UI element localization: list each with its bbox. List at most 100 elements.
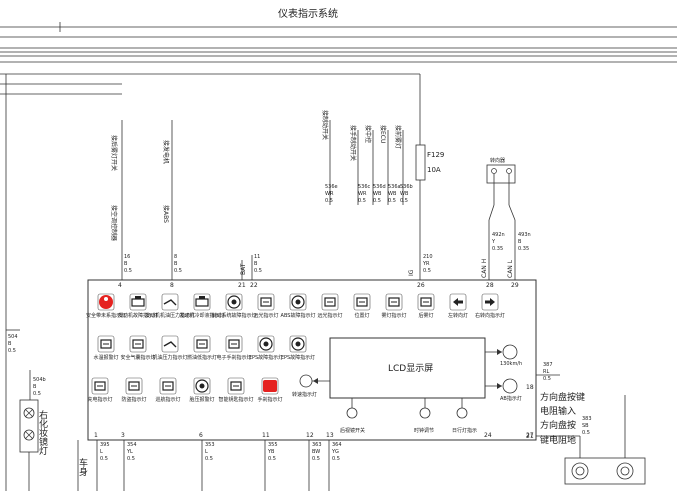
lcd-out-right-top: 130km/h bbox=[500, 361, 522, 367]
wire-color: YG bbox=[331, 449, 339, 455]
lcd-out-right-mid: AB指示灯 bbox=[500, 395, 522, 402]
wire-color: YB bbox=[267, 449, 275, 455]
indicator-label: 制动系统故障指示灯 bbox=[211, 312, 256, 319]
pin-number: 4 bbox=[118, 282, 122, 289]
row3-indicator: 防盗指示灯 bbox=[121, 377, 147, 403]
wire-size: 0.5 bbox=[100, 456, 108, 462]
indicator-label: 机油压力指示灯 bbox=[152, 354, 187, 361]
indicator-label: 安全带未系指示灯 bbox=[86, 312, 126, 319]
row3-indicator: 胎压报警灯 bbox=[189, 377, 215, 403]
wire-code: 354 bbox=[127, 442, 137, 448]
row2-indicator: EPS故障指示灯 bbox=[281, 335, 315, 361]
wire-code: 536a bbox=[388, 184, 401, 190]
airbag-icon bbox=[132, 339, 144, 349]
row1-indicator: 雾灯指示灯 bbox=[381, 293, 407, 319]
left-wire-code: 504 bbox=[8, 334, 18, 340]
note-5: 接中控 bbox=[364, 125, 372, 143]
fuse-rating: 10A bbox=[427, 166, 441, 174]
abs-icon bbox=[291, 295, 305, 309]
pin-number: 11 bbox=[262, 432, 270, 439]
diagram-title: 仪表指示系统 bbox=[278, 7, 338, 20]
wire-size: 0.5 bbox=[332, 456, 340, 462]
left-wire-code: 504b bbox=[33, 377, 46, 383]
left-arrow-icon bbox=[453, 298, 463, 306]
connector-color: Y bbox=[491, 239, 496, 245]
row1-indicator: 远光指示灯 bbox=[317, 293, 343, 319]
lcd-label: LCD显示屏 bbox=[388, 363, 433, 374]
pin-number: 27 bbox=[526, 432, 534, 439]
right-pin: 21 bbox=[526, 433, 534, 440]
wire-color: WR bbox=[325, 191, 334, 197]
wire-size: 0.5 bbox=[400, 198, 408, 204]
indicator-row-3: 充电指示灯防盗指示灯巡航指示灯胎压报警灯智能钥匙指示灯手刹指示灯 bbox=[87, 377, 283, 403]
wire-size: 0.5 bbox=[127, 456, 135, 462]
right-mirror-light-label: 右化妆镜灯 bbox=[37, 409, 48, 456]
handbrake-icon bbox=[263, 380, 277, 392]
left-wire-color: B bbox=[8, 341, 12, 347]
position-icon bbox=[356, 297, 368, 307]
pin-number: 29 bbox=[511, 282, 519, 289]
pin-number: 12 bbox=[306, 432, 314, 439]
row1-indicator: 后雾灯 bbox=[417, 293, 435, 319]
note-3: 接制动开关 bbox=[321, 110, 329, 140]
row2-indicator: 安全气囊指示灯 bbox=[120, 335, 156, 361]
row1-indicator: 发动机冷却液指示灯 bbox=[179, 293, 225, 319]
foglight-icon bbox=[388, 297, 400, 307]
indicator-label: 发动机故障指示灯 bbox=[118, 312, 158, 319]
wire-code: 355 bbox=[268, 442, 278, 448]
row2-indicator: 机油压力指示灯 bbox=[152, 335, 188, 361]
indicator-label: 手刹指示灯 bbox=[257, 396, 282, 403]
pin-number: 24 bbox=[484, 432, 492, 439]
pin-number: 3 bbox=[121, 432, 125, 439]
pin-number: 22 bbox=[250, 282, 258, 289]
engine-icon bbox=[195, 296, 209, 307]
pin-number: 26 bbox=[417, 282, 425, 289]
bottom-pin: 24 bbox=[484, 432, 492, 439]
top-pin-numbers: 4 8 21 22 26 28 29 bbox=[118, 282, 519, 289]
row2-indicator: 燃油低指示灯 bbox=[187, 335, 217, 361]
connector-code: 493n bbox=[518, 232, 531, 238]
row1-indicator: 制动系统故障指示灯 bbox=[211, 293, 257, 319]
right-pin: 18 bbox=[526, 384, 534, 391]
note-8: 接空调控制器 bbox=[110, 205, 118, 241]
connector-code: 8 bbox=[174, 254, 177, 260]
lcd-out-bottom-left: 后视镜开关 bbox=[340, 427, 365, 434]
indicator-label: 发动机冷却液指示灯 bbox=[179, 312, 224, 319]
wire-color: L bbox=[100, 449, 103, 455]
row1-indicator: 位置灯 bbox=[353, 293, 371, 319]
wire-size: 0.5 bbox=[312, 456, 320, 462]
connector-color: B bbox=[518, 239, 522, 245]
right-code: 387 bbox=[543, 362, 553, 368]
wire-size: 0.5 bbox=[358, 198, 366, 204]
row1-indicator: 发动机故障指示灯 bbox=[118, 293, 158, 319]
brake-icon bbox=[227, 295, 241, 309]
indicator-label: 雾灯指示灯 bbox=[381, 312, 406, 319]
row1-indicator: 安全带未系指示灯 bbox=[86, 293, 126, 319]
connector-code: 492n bbox=[492, 232, 505, 238]
indicator-label: 水温报警灯 bbox=[93, 354, 118, 361]
note-4: 接手制动开关 bbox=[349, 125, 357, 161]
left-wire-size: 0.5 bbox=[33, 391, 41, 397]
indicator-label: 胎压报警灯 bbox=[189, 396, 214, 403]
eps-icon bbox=[291, 337, 305, 351]
immobilizer-icon bbox=[128, 381, 140, 391]
row2-indicator: 水温报警灯 bbox=[93, 335, 119, 361]
wire-code: 536e bbox=[325, 184, 338, 190]
wire-color: BW bbox=[312, 449, 320, 455]
connector-color: B bbox=[174, 261, 178, 267]
connector-canl: CAN L bbox=[507, 259, 514, 278]
indicator-box bbox=[161, 293, 179, 311]
indicator-label: 智能钥匙指示灯 bbox=[218, 396, 253, 403]
steer-input-label: 方向盘按键 bbox=[540, 391, 585, 403]
connector-size: 0.5 bbox=[124, 268, 132, 274]
row3-indicator: 智能钥匙指示灯 bbox=[218, 377, 254, 403]
wire-code: 536d bbox=[373, 184, 386, 190]
right-size: 0.5 bbox=[543, 376, 551, 382]
wire-code: 353 bbox=[205, 442, 215, 448]
pin-number: 6 bbox=[199, 432, 203, 439]
